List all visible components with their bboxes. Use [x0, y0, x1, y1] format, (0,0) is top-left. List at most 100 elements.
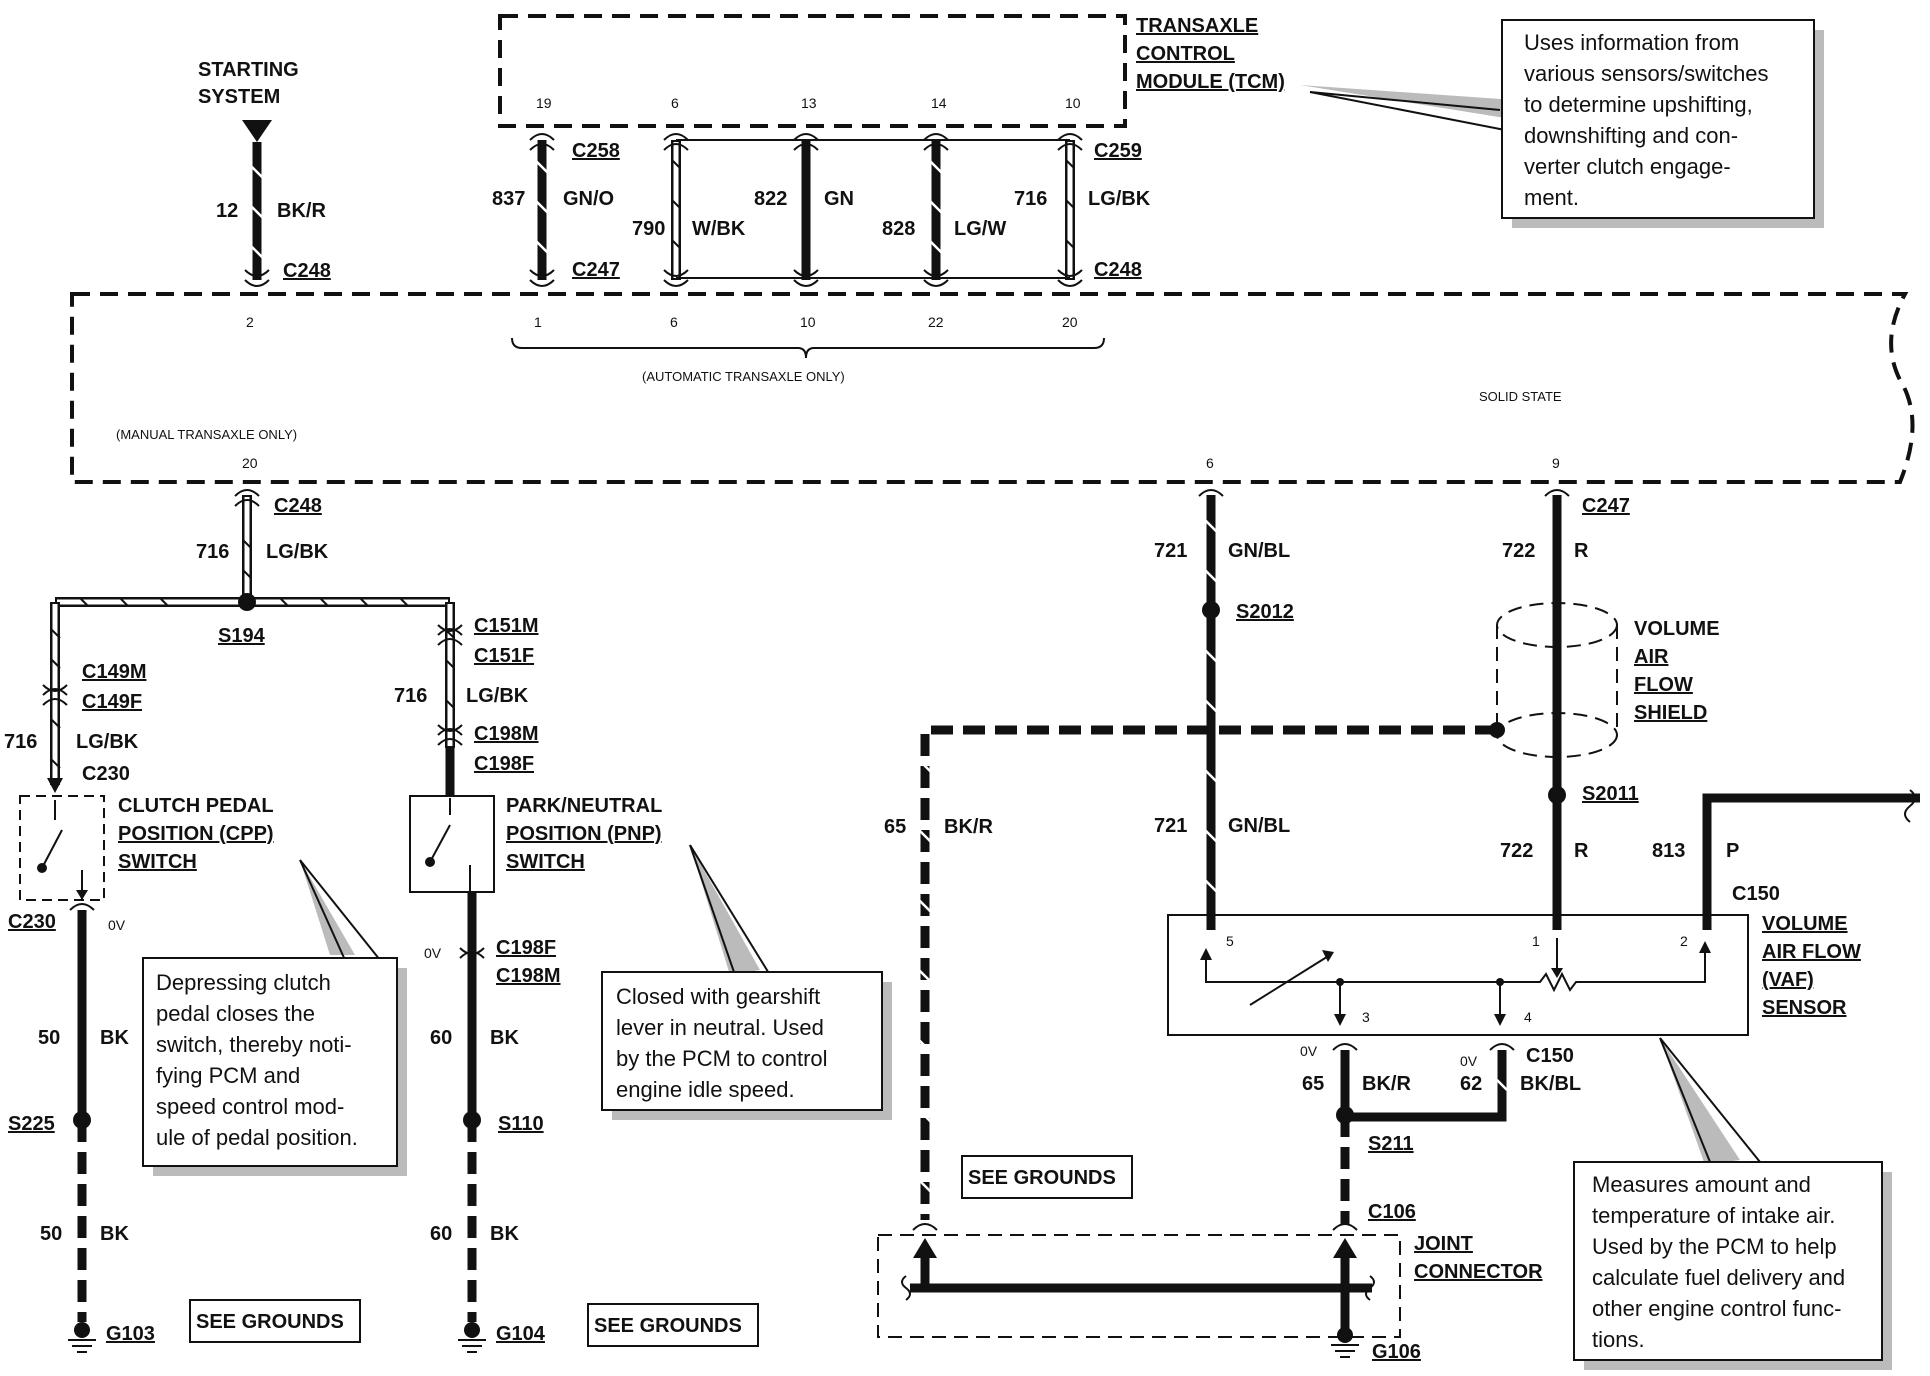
wire-822-number: 822: [754, 188, 787, 210]
cpp-label-2: POSITION (CPP): [118, 823, 274, 845]
shield-label-1: VOLUME: [1634, 618, 1720, 640]
pnp-label-2: POSITION (PNP): [506, 823, 662, 845]
cpp-note-line-4: fying PCM and: [156, 1063, 300, 1088]
starting-arrow: [242, 120, 272, 142]
vaf-pin-4: 4: [1524, 1009, 1532, 1025]
wire-716-main-number: 716: [196, 541, 229, 563]
connector-c230-bottom: C230: [8, 911, 56, 933]
splice-s225: S225: [8, 1113, 55, 1135]
connector-c198f-b: C198F: [496, 937, 556, 959]
connector-c198m-b: C198M: [496, 965, 560, 987]
connector-c258: C258: [572, 140, 620, 162]
pnp-note-line-3: by the PCM to control: [616, 1046, 828, 1071]
vaf-pin-5: 5: [1226, 933, 1234, 949]
starting-label-2: SYSTEM: [198, 86, 280, 108]
cpp-note-line-5: speed control mod-: [156, 1094, 344, 1119]
wire-62-color: BK/BL: [1520, 1073, 1581, 1095]
joint-label-1: JOINT: [1414, 1233, 1473, 1255]
voltage-65: 0V: [1300, 1043, 1318, 1059]
tcm-wires: [529, 133, 1083, 287]
vaf-pin-2: 2: [1680, 933, 1688, 949]
pcm-pin-6-top: 6: [670, 314, 678, 330]
wire-716-pnp-color: LG/BK: [466, 685, 529, 707]
wire-721-b-number: 721: [1154, 815, 1187, 837]
vaf-label-1: VOLUME: [1762, 913, 1848, 935]
tcm-note-line-6: ment.: [1524, 185, 1579, 210]
wire-790-color: W/BK: [692, 218, 746, 240]
pcm-pin-9-bottom: 9: [1552, 455, 1560, 471]
wire-716-branch: [42, 489, 463, 795]
pcm-auto-note: (AUTOMATIC TRANSAXLE ONLY): [642, 369, 845, 384]
wire-60-b-number: 60: [430, 1223, 452, 1245]
shield-label-4: SHIELD: [1634, 702, 1707, 724]
pcm-module: 2 1 6 10 22 20 (AUTOMATIC TRANSAXLE ONLY…: [70, 292, 1915, 484]
wire-721-a-number: 721: [1154, 540, 1187, 562]
voltage-cpp: 0V: [108, 917, 126, 933]
wire-60-a-color: BK: [490, 1027, 519, 1049]
shield-label-2: AIR: [1634, 646, 1669, 668]
splice-s194: S194: [218, 625, 266, 647]
vaf-label-2: AIR FLOW: [1762, 941, 1861, 963]
connector-c248-start: C248: [283, 260, 331, 282]
connector-c150-top: C150: [1732, 883, 1780, 905]
wire-60-a-number: 60: [430, 1027, 452, 1049]
see-grounds-3: SEE GROUNDS: [968, 1167, 1116, 1189]
wire-50-a-color: BK: [100, 1027, 129, 1049]
wire-716-pnp-number: 716: [394, 685, 427, 707]
vaf-note-line-6: tions.: [1592, 1327, 1645, 1352]
tcm-pin-10: 10: [1065, 95, 1081, 111]
pcm-pin-1: 1: [534, 314, 542, 330]
cpp-note-line-3: switch, thereby noti-: [156, 1032, 352, 1057]
vaf-note-line-2: temperature of intake air.: [1592, 1203, 1835, 1228]
vaf-pin-1: 1: [1532, 933, 1540, 949]
wire-828-number: 828: [882, 218, 915, 240]
wire-716-number: 716: [1014, 188, 1047, 210]
cpp-note-line-2: pedal closes the: [156, 1001, 315, 1026]
pnp-label-3: SWITCH: [506, 851, 585, 873]
joint-label-2: CONNECTOR: [1414, 1261, 1543, 1283]
splice-s110: S110: [498, 1113, 544, 1135]
wire-65-left-color: BK/R: [944, 816, 993, 838]
pcm-pin-6-bottom: 6: [1206, 455, 1214, 471]
cpp-label-1: CLUTCH PEDAL: [118, 795, 274, 817]
wire-828-color: LG/W: [954, 218, 1006, 240]
wire-50-a-number: 50: [38, 1027, 60, 1049]
pnp-note-line-4: engine idle speed.: [616, 1077, 795, 1102]
connector-c106: C106: [1368, 1201, 1416, 1223]
ground-g104-icon: [458, 1322, 486, 1353]
wire-722-b-number: 722: [1500, 840, 1533, 862]
shield-label-3: FLOW: [1634, 674, 1693, 696]
wire-62: [1345, 1050, 1507, 1122]
ground-g106: G106: [1372, 1341, 1421, 1363]
connector-c149m: C149M: [82, 661, 146, 683]
wire-722-b-color: R: [1574, 840, 1589, 862]
tcm-pin-19: 19: [536, 95, 552, 111]
ground-g106-icon: [1331, 1327, 1359, 1358]
tcm-note-line-5: verter clutch engage-: [1524, 154, 1731, 179]
cpp-note: Depressing clutch pedal closes the switc…: [142, 859, 407, 1176]
wire-790-number: 790: [632, 218, 665, 240]
wire-721-b-color: GN/BL: [1228, 815, 1290, 837]
vaf-note: Measures amount and temperature of intak…: [1573, 1037, 1892, 1370]
connector-c151f: C151F: [474, 645, 534, 667]
wire-837-number: 837: [492, 188, 525, 210]
ground-g103-icon: [68, 1322, 96, 1353]
ground-g104: G104: [496, 1323, 546, 1345]
wire-50-b-color: BK: [100, 1223, 129, 1245]
wire-716-main-color: LG/BK: [266, 541, 329, 563]
tcm-module: TRANSAXLE CONTROL MODULE (TCM) 19 6 13 1…: [498, 14, 1285, 128]
wire-721-a-color: GN/BL: [1228, 540, 1290, 562]
tcm-pin-13: 13: [801, 95, 817, 111]
tcm-note-line-2: various sensors/switches: [1524, 61, 1769, 86]
wire-722-a-color: R: [1574, 540, 1589, 562]
wire-837-color: GN/O: [563, 188, 614, 210]
wire-813-number: 813: [1652, 840, 1685, 862]
voltage-62: 0V: [1460, 1053, 1478, 1069]
connector-c198m: C198M: [474, 723, 538, 745]
vaf-note-line-3: Used by the PCM to help: [1592, 1234, 1837, 1259]
cpp-note-line-1: Depressing clutch: [156, 970, 331, 995]
cpp-label-3: SWITCH: [118, 851, 197, 873]
connector-c247-top: C247: [572, 259, 620, 281]
see-grounds-2: SEE GROUNDS: [594, 1315, 742, 1337]
wire-813: [1702, 793, 1920, 930]
